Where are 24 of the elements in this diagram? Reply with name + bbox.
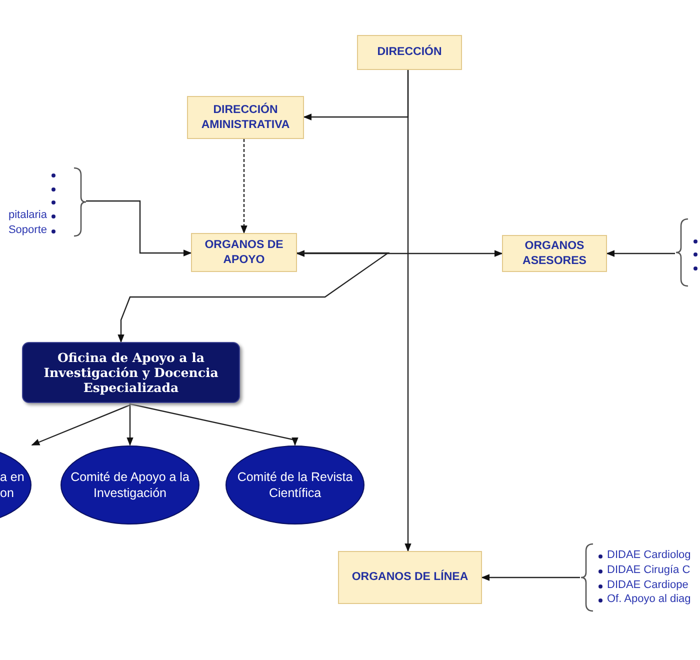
committee-ellipse: Comité de la Revista Científica	[225, 445, 365, 525]
title-box: DIRECCIÓN	[357, 35, 462, 70]
connector-arrow	[404, 70, 412, 552]
connector-arrow	[118, 252, 390, 343]
connector-arrow	[481, 574, 580, 581]
connector-arrow	[296, 250, 503, 257]
connector-arrow	[129, 402, 298, 446]
connector-arrow	[126, 403, 134, 446]
connector-arrow	[606, 250, 675, 257]
committee-ellipse: Comité de Apoyo a la Investigación	[60, 445, 200, 525]
list-item: Of. Apoyo al diag	[607, 593, 691, 605]
list-item: DIDAE Cardiolog	[607, 549, 691, 561]
connector-arrow	[86, 200, 192, 256]
list-item: pitalaria	[8, 209, 47, 221]
office-box: Oficina de Apoyo a la Investigación y Docencia Especializada	[22, 342, 240, 403]
list-item: Soporte	[8, 224, 47, 236]
department-box: ORGANOS DE APOYO	[191, 233, 297, 272]
department-box: ORGANOS ASESORES	[502, 235, 607, 272]
connector-arrow	[31, 403, 131, 446]
connector-arrow	[240, 139, 248, 234]
department-box: ORGANOS DE LÍNEA	[338, 551, 482, 604]
list-item: DIDAE Cardiope	[607, 579, 688, 591]
department-box: DIRECCIÓN AMINISTRATIVA	[187, 96, 304, 139]
list-item: DIDAE Cirugía C	[607, 564, 690, 576]
